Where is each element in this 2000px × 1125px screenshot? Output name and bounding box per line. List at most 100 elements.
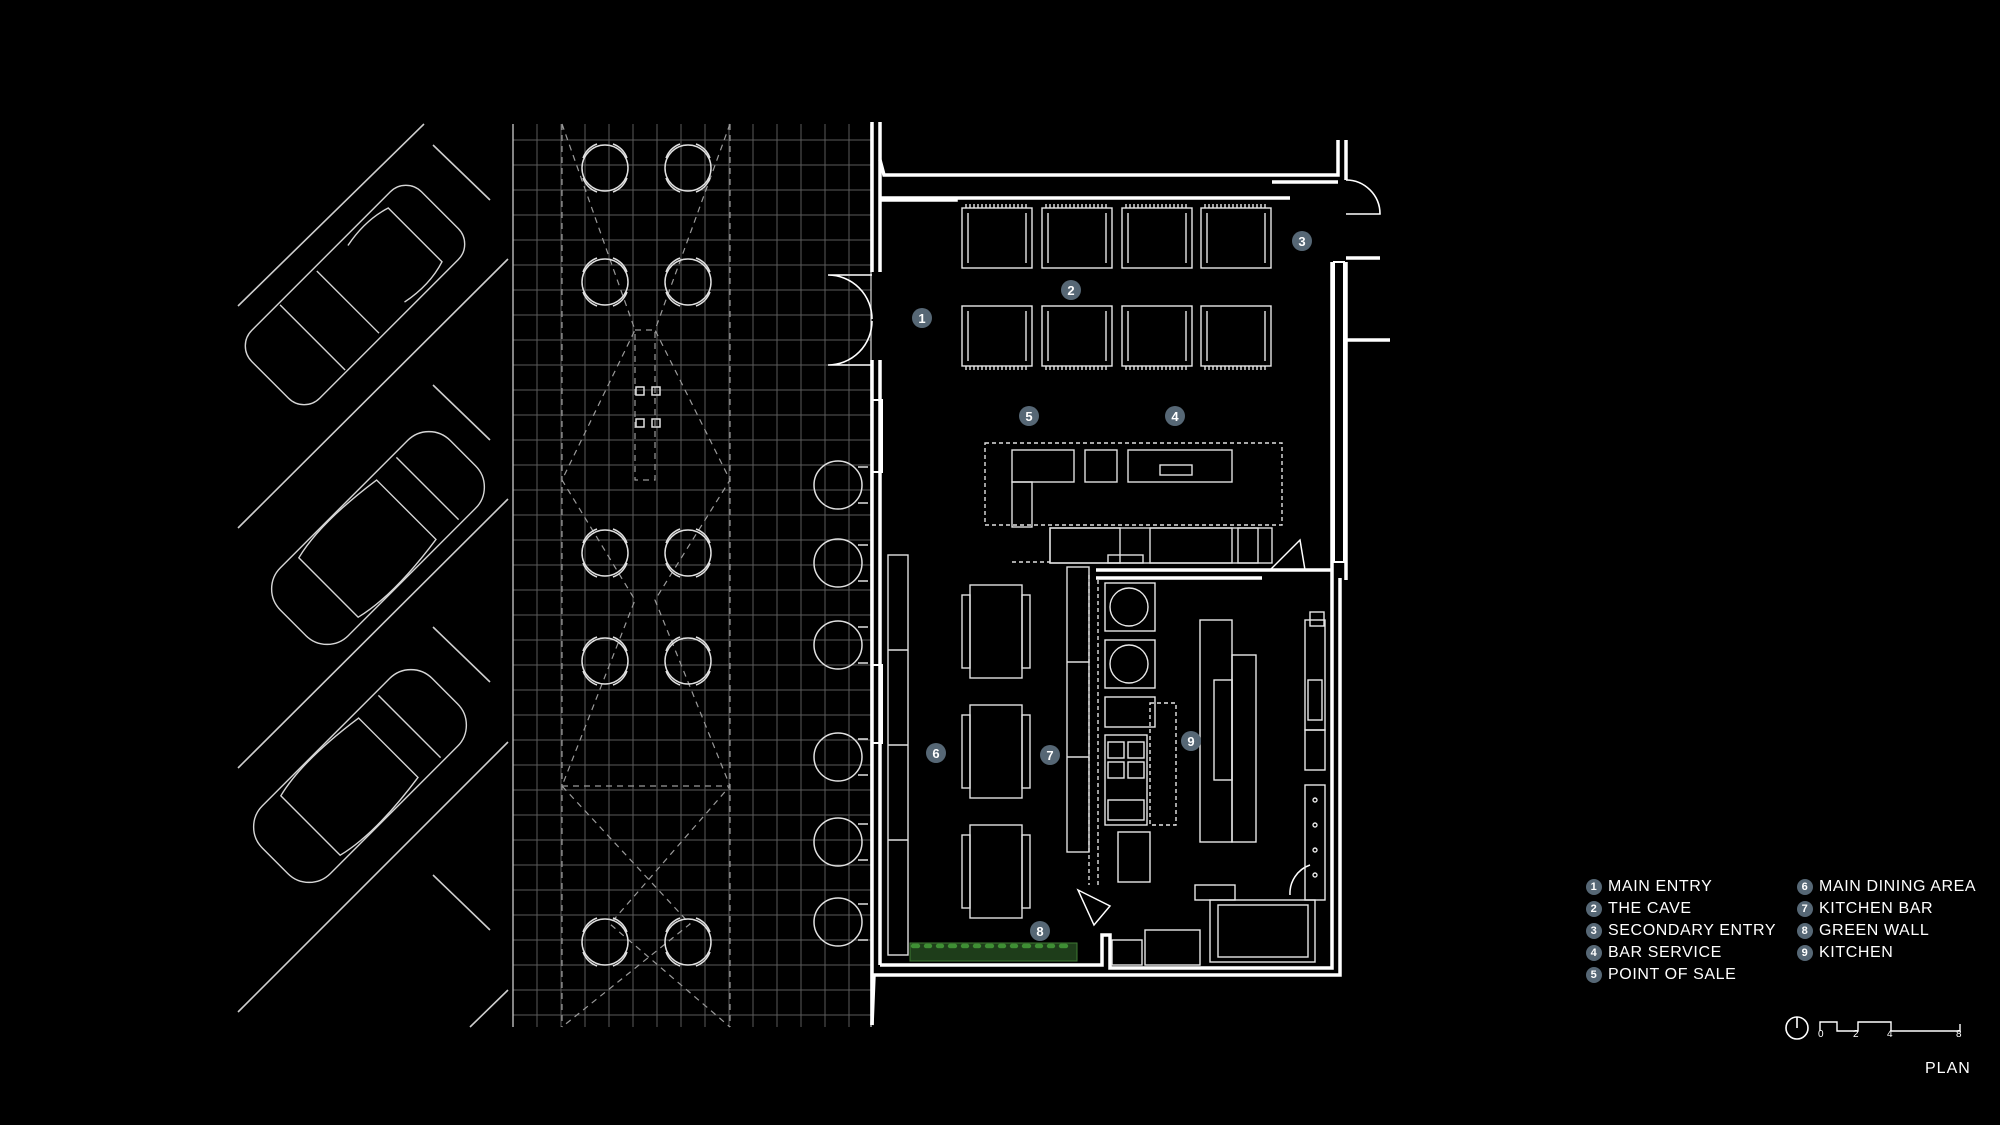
- foliage: [976, 943, 982, 949]
- scale-tick-label: 2: [1853, 1029, 1859, 1040]
- patio-table: [664, 143, 712, 193]
- legend-number: 9: [1797, 945, 1813, 961]
- wine-rack: [1121, 204, 1193, 269]
- foliage: [1001, 943, 1007, 949]
- legend-number: 5: [1586, 967, 1602, 983]
- legend-label: KITCHEN BAR: [1819, 900, 1934, 917]
- foliage: [1013, 943, 1019, 949]
- legend-label: BAR SERVICE: [1608, 944, 1722, 961]
- foliage: [1038, 943, 1044, 949]
- legend-number: 6: [1797, 879, 1813, 895]
- storefront-windows: [871, 261, 1345, 744]
- legend-item: 9 KITCHEN: [1797, 942, 1976, 964]
- plan-marker: 8: [1030, 921, 1050, 941]
- main-entry-door: [827, 274, 873, 366]
- sidewalk-grid: [513, 124, 871, 1027]
- patio-table: [581, 636, 629, 686]
- plan-marker: 3: [1292, 231, 1312, 251]
- patio-table: [581, 917, 629, 967]
- booth-table: [961, 704, 1031, 799]
- wine-rack: [961, 204, 1033, 269]
- patio-tables: [581, 143, 712, 967]
- building-walls: [870, 122, 1390, 1026]
- bistro-table: [813, 460, 868, 510]
- patio-table: [581, 257, 629, 307]
- bistro-table: [813, 897, 868, 947]
- scale-tick-label: 8: [1956, 1029, 1962, 1040]
- plan-marker-number: 3: [1298, 234, 1305, 249]
- plan-marker-number: 4: [1171, 409, 1179, 424]
- legend-number: 7: [1797, 901, 1813, 917]
- the-cave-racks: [961, 204, 1272, 370]
- kitchen-bar-counter: [1066, 566, 1099, 885]
- patio-table: [664, 636, 712, 686]
- plan-marker-number: 5: [1025, 409, 1032, 424]
- legend-item: 5 POINT OF SALE: [1586, 964, 1776, 986]
- plan-marker-number: 9: [1187, 734, 1194, 749]
- foliage: [1026, 943, 1032, 949]
- plan-marker-number: 6: [932, 746, 939, 761]
- car: [252, 668, 468, 884]
- patio-table: [664, 917, 712, 967]
- foliage: [952, 943, 958, 949]
- legend-label: KITCHEN: [1819, 944, 1894, 961]
- parking-lot: [237, 123, 509, 1028]
- scale-labels: 0 2 4 8: [1815, 1029, 1965, 1041]
- patio-table: [581, 143, 629, 193]
- foliage: [989, 943, 995, 949]
- bistro-table: [813, 538, 868, 588]
- foliage: [915, 943, 921, 949]
- legend-label: POINT OF SALE: [1608, 966, 1737, 983]
- kitchen-equipment: [1104, 582, 1326, 966]
- plan-marker: 2: [1061, 280, 1081, 300]
- north-arrow-icon: [1785, 1016, 1809, 1040]
- wine-rack: [1041, 305, 1113, 370]
- booth-table: [961, 584, 1031, 679]
- foliage: [1050, 943, 1056, 949]
- legend-number: 1: [1586, 879, 1602, 895]
- sidewalk-seating: [813, 460, 868, 947]
- legend-number: 8: [1797, 923, 1813, 939]
- foliage: [939, 943, 945, 949]
- plan-markers: 1 2 3 4 5 6 7 8 9: [912, 231, 1312, 941]
- wine-rack: [1041, 204, 1113, 269]
- banquette: [887, 554, 909, 956]
- patio-table: [664, 528, 712, 578]
- wine-rack: [1200, 305, 1272, 370]
- bistro-table: [813, 732, 868, 782]
- foliage: [1063, 943, 1069, 949]
- legend-label: MAIN DINING AREA: [1819, 878, 1977, 895]
- plan-marker: 1: [912, 308, 932, 328]
- legend-label: THE CAVE: [1608, 900, 1692, 917]
- legend-number: 4: [1586, 945, 1602, 961]
- patio-posts: [635, 386, 661, 428]
- wine-rack: [1121, 305, 1193, 370]
- patio-canopy-outline: [561, 123, 731, 1028]
- plan-marker: 7: [1040, 745, 1060, 765]
- plan-marker: 6: [926, 743, 946, 763]
- dining-booths: [961, 584, 1031, 919]
- patio-table: [664, 257, 712, 307]
- legend-item: 6 MAIN DINING AREA: [1797, 876, 1976, 898]
- plan-marker: 4: [1165, 406, 1185, 426]
- bar-counter: [984, 442, 1283, 564]
- foliage: [927, 943, 933, 949]
- wine-rack: [961, 305, 1033, 370]
- scale-bar: [1819, 1021, 1961, 1032]
- wine-rack: [1200, 204, 1272, 269]
- scale-tick-label: 0: [1818, 1029, 1824, 1040]
- secondary-entry-door: [1345, 179, 1381, 215]
- patio-table: [581, 528, 629, 578]
- car: [270, 430, 486, 646]
- plan-marker-number: 2: [1067, 283, 1074, 298]
- car: [244, 184, 466, 406]
- plan-marker-number: 8: [1036, 924, 1043, 939]
- green-wall: [909, 942, 1078, 962]
- legend-label: SECONDARY ENTRY: [1608, 922, 1777, 939]
